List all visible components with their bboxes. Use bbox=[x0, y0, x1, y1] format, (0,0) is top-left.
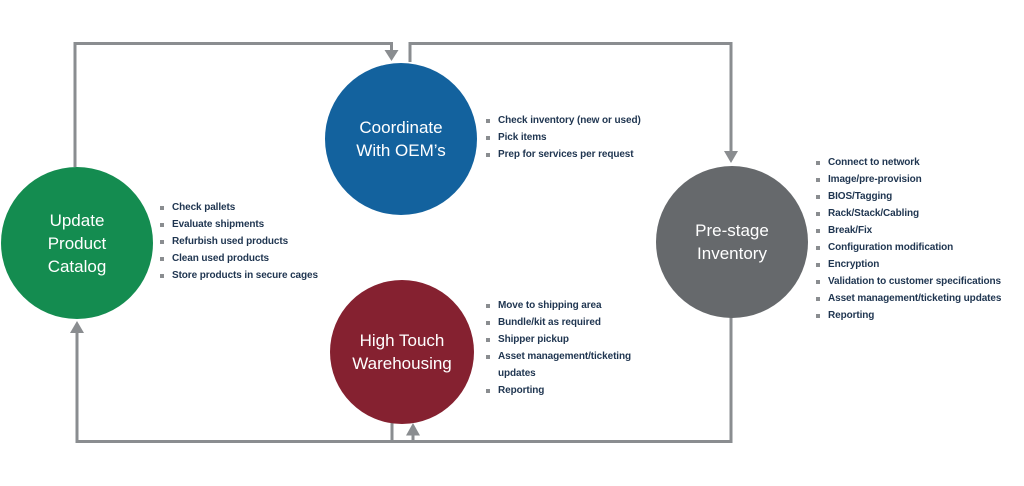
bullet-item: Validation to customer specifications bbox=[815, 273, 1024, 290]
arrowhead-into-catalog-icon bbox=[70, 321, 84, 333]
bullet-item: Refurbish used products bbox=[159, 233, 359, 250]
bullet-item: Evaluate shipments bbox=[159, 216, 359, 233]
bullet-item: Check pallets bbox=[159, 199, 359, 216]
node-label-line: Warehousing bbox=[352, 354, 452, 373]
bullet-item: Bundle/kit as required bbox=[485, 314, 645, 331]
bullet-item: Store products in secure cages bbox=[159, 267, 359, 284]
node-pre-stage-inventory: Pre-stage Inventory bbox=[656, 166, 808, 318]
node-label: Update Product Catalog bbox=[48, 209, 107, 278]
node-label-line: Catalog bbox=[47, 256, 107, 276]
node-label-line: Update bbox=[49, 210, 105, 230]
bullet-item: Encryption bbox=[815, 256, 1024, 273]
bullet-list-pre-stage-inventory: Connect to network Image/pre-provision B… bbox=[815, 154, 1024, 324]
bullet-item: Shipper pickup bbox=[485, 331, 645, 348]
node-label-line: With OEM’s bbox=[356, 141, 446, 160]
node-update-product-catalog: Update Product Catalog bbox=[1, 167, 153, 319]
arrowhead-into-prestage-icon bbox=[724, 151, 738, 163]
bullet-list-high-touch-warehousing: Move to shipping area Bundle/kit as requ… bbox=[485, 297, 645, 399]
bullet-list-update-product-catalog: Check pallets Evaluate shipments Refurbi… bbox=[159, 199, 359, 284]
node-label-line: Pre-stage bbox=[695, 221, 769, 240]
bullet-item: Break/Fix bbox=[815, 222, 1024, 239]
bullet-item: BIOS/Tagging bbox=[815, 188, 1024, 205]
node-label-line: High Touch bbox=[359, 331, 445, 350]
node-label: Pre-stage Inventory bbox=[695, 219, 769, 265]
bullet-item: Clean used products bbox=[159, 250, 359, 267]
bullet-item: Asset management/ticketing updates bbox=[815, 290, 1024, 307]
bullet-item: Image/pre-provision bbox=[815, 171, 1024, 188]
bullet-item: Check inventory (new or used) bbox=[485, 112, 705, 129]
bullet-item: Connect to network bbox=[815, 154, 1024, 171]
bullet-item: Rack/Stack/Cabling bbox=[815, 205, 1024, 222]
node-label-line: Product bbox=[47, 233, 107, 253]
node-label: Coordinate With OEM’s bbox=[356, 116, 445, 162]
node-high-touch-warehousing: High Touch Warehousing bbox=[330, 280, 474, 424]
node-label-line: Inventory bbox=[697, 244, 767, 263]
node-label-line: Coordinate bbox=[359, 118, 443, 137]
arrowhead-into-warehouse-icon bbox=[406, 423, 420, 436]
bullet-item: Asset management/ticketing updates bbox=[485, 348, 645, 382]
arrowhead-into-oem-icon bbox=[384, 50, 399, 61]
bullet-item: Configuration modification bbox=[815, 239, 1024, 256]
node-label: High Touch Warehousing bbox=[352, 329, 452, 375]
bullet-item: Move to shipping area bbox=[485, 297, 645, 314]
bullet-item: Reporting bbox=[485, 382, 645, 399]
bullet-item: Reporting bbox=[815, 307, 1024, 324]
bullet-list-coordinate-with-oems: Check inventory (new or used) Pick items… bbox=[485, 112, 705, 163]
bullet-item: Pick items bbox=[485, 129, 705, 146]
node-coordinate-with-oems: Coordinate With OEM’s bbox=[325, 63, 477, 215]
bullet-item: Prep for services per request bbox=[485, 146, 705, 163]
